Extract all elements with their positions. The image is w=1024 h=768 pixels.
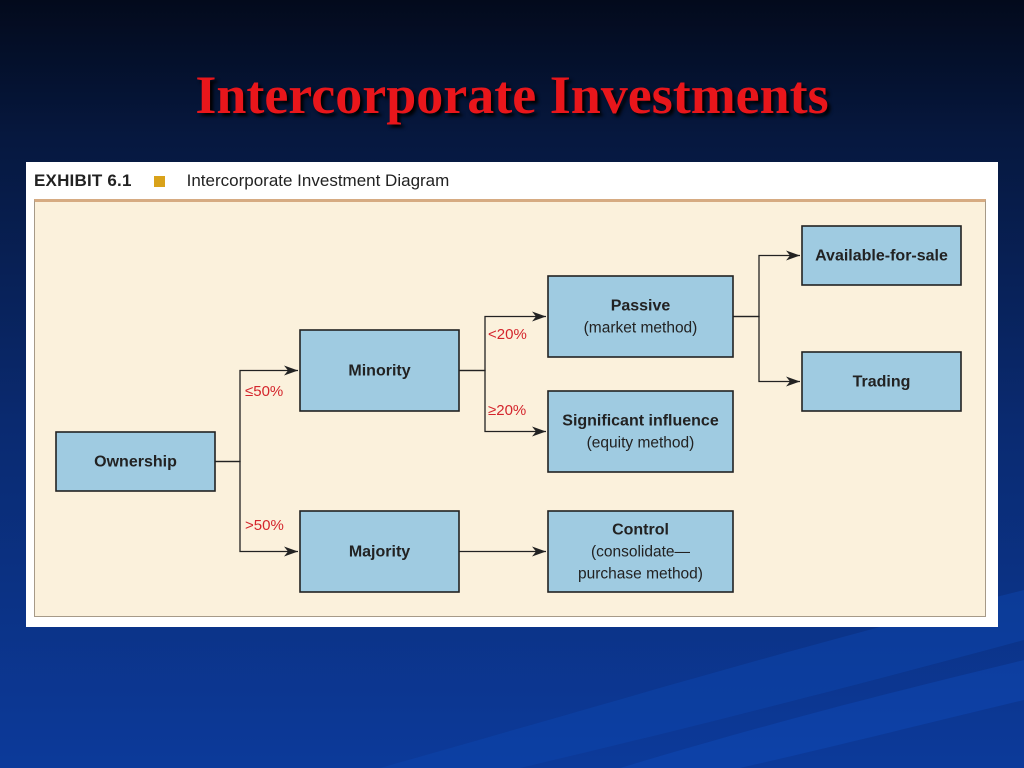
node-afs-title: Available-for-sale [815,248,948,265]
edge-label-ownership-to-minority: ≤50% [245,383,283,400]
node-control-subtitle: (consolidate— [591,544,691,561]
node-control-box [547,510,734,593]
exhibit-marker-icon [153,175,165,187]
node-minority-title: Minority [348,363,410,380]
edges-layer: ≤50% >50% <20% ≥20% [215,250,800,557]
node-control-title: Control [612,522,669,539]
edge-label-minority-to-passive: <20% [488,326,527,343]
node-trading-title: Trading [853,374,911,391]
node-significant-box [547,390,734,473]
exhibit-header: EXHIBIT 6.1 Intercorporate Investment Di… [34,169,449,193]
node-ownership: Ownership [55,431,216,492]
node-significant-title: Significant influence [562,413,719,430]
node-significant: Significant influence (equity method) [547,390,734,473]
edge-ownership-to-majority [215,460,298,557]
edge-label-ownership-to-majority: >50% [245,517,284,534]
node-trading: Trading [801,351,962,412]
node-passive-subtitle: (market method) [584,320,698,337]
node-minority: Minority [299,329,460,412]
node-passive-box [547,275,734,358]
node-passive-title: Passive [611,298,671,315]
node-minority-box [299,329,460,412]
exhibit-caption: Intercorporate Investment Diagram [186,171,450,190]
edge-minority-to-significant [459,369,546,437]
node-afs-box [801,225,962,286]
node-majority-box [299,510,460,593]
slide-title: Intercorporate Investments [195,65,829,125]
node-ownership-box [55,431,216,492]
edge-minority-to-passive [459,311,546,372]
node-majority: Majority [299,510,460,593]
node-majority-title: Majority [349,544,410,561]
edge-passive-to-afs [733,250,800,318]
edge-passive-to-trading [733,315,800,387]
edge-label-minority-to-significant: ≥20% [488,402,526,419]
node-passive: Passive (market method) [547,275,734,358]
node-trading-box [801,351,962,412]
node-significant-subtitle: (equity method) [587,435,695,452]
node-ownership-title: Ownership [94,454,177,471]
node-control: Control (consolidate— purchase method) [547,510,734,593]
node-control-subtitle2: purchase method) [578,566,703,583]
investment-diagram: ≤50% >50% <20% ≥20% Ownership MinorityMajori… [55,225,962,593]
node-afs: Available-for-sale [801,225,962,286]
exhibit-number: EXHIBIT 6.1 [34,171,132,190]
